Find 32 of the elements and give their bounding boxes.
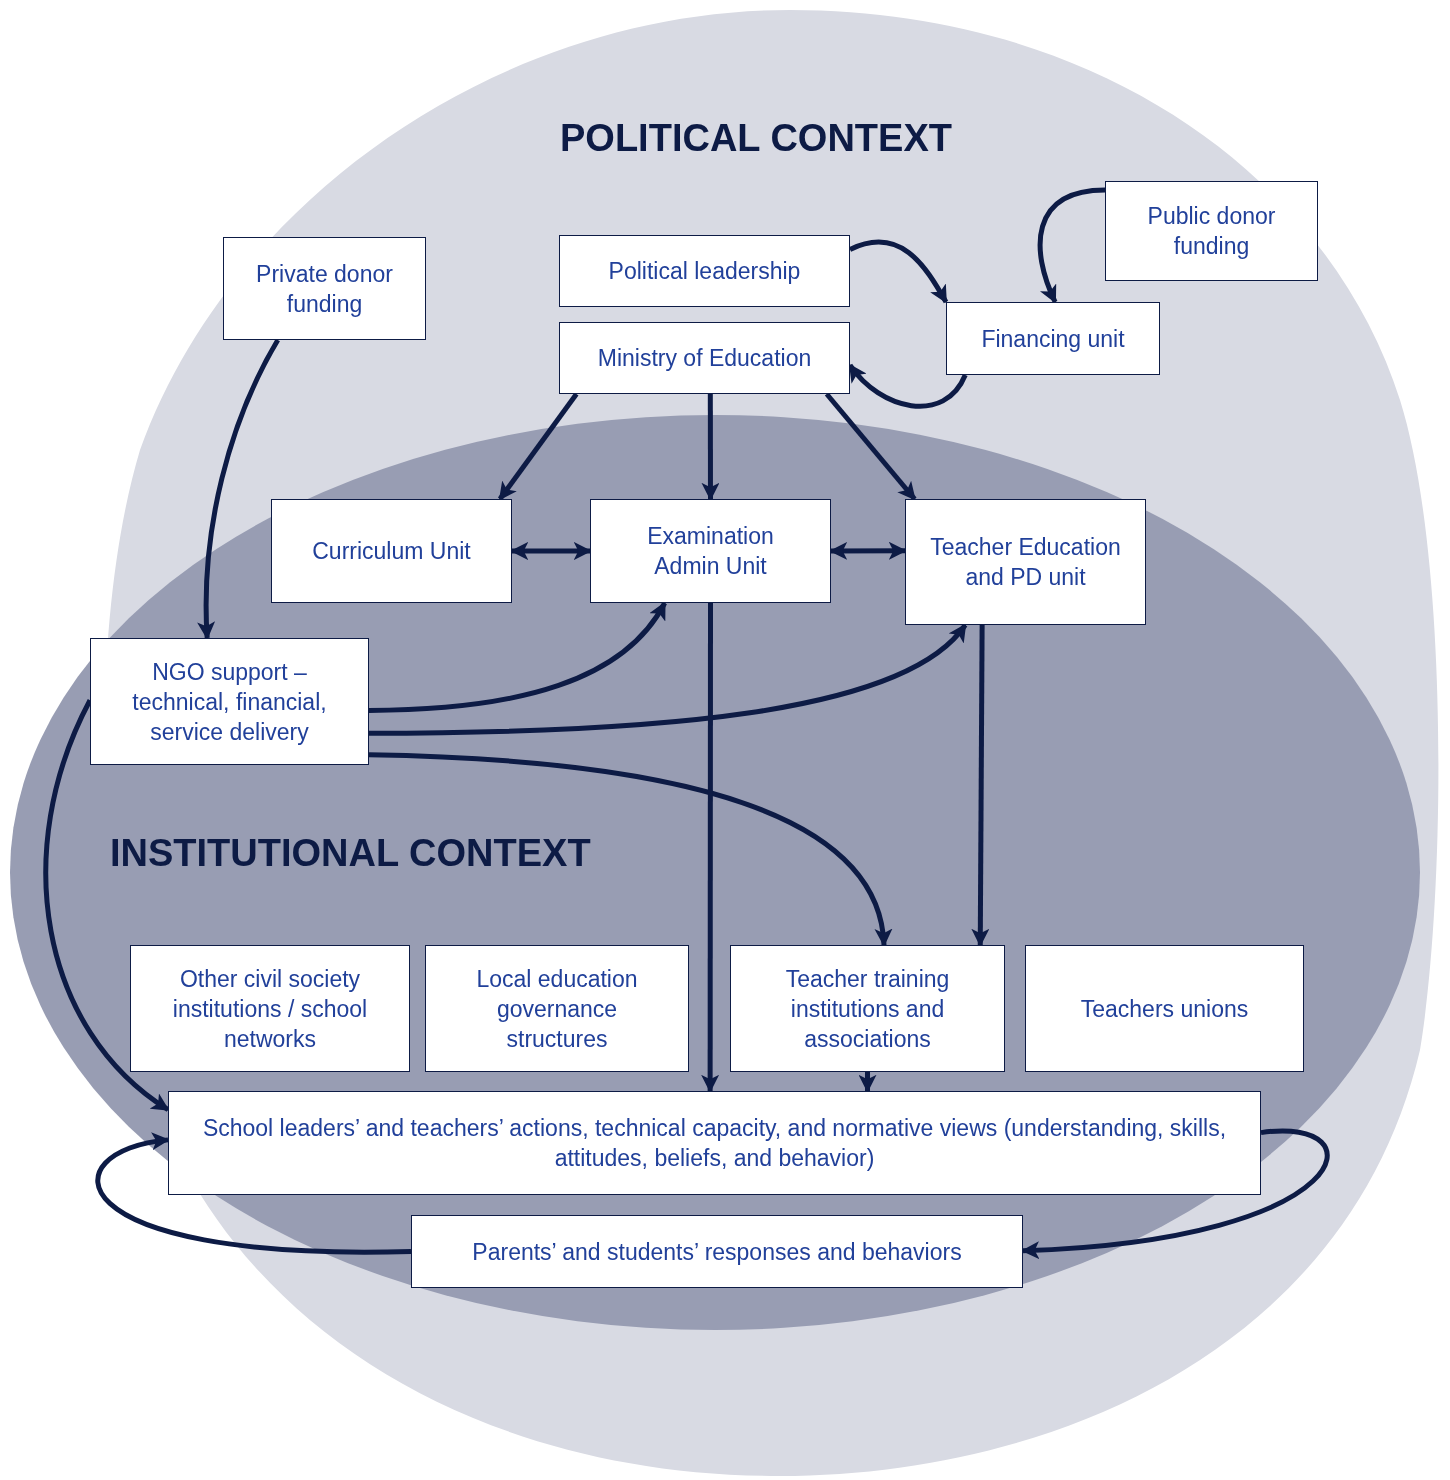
arrow: [1037, 187, 1106, 304]
process-box: Ministry of Education: [559, 322, 850, 394]
process-box: Teachers unions: [1025, 945, 1304, 1072]
arrow: [848, 363, 968, 409]
arrow: [197, 338, 280, 640]
arrow: [858, 1072, 877, 1093]
arrow: [824, 392, 917, 501]
arrow: [96, 1133, 411, 1255]
arrow: [701, 394, 720, 501]
process-box: Examination Admin Unit: [590, 499, 831, 603]
arrow: [849, 239, 949, 304]
arrow: [368, 752, 891, 947]
arrow: [829, 541, 907, 560]
arrow: [701, 603, 720, 1093]
arrow: [43, 699, 170, 1112]
process-box: Teacher training institutions and associations: [730, 945, 1005, 1072]
arrow: [510, 542, 592, 560]
process-box: Other civil society institutions / school networks: [130, 945, 410, 1072]
context-title: INSTITUTIONAL CONTEXT: [110, 831, 591, 876]
process-box: Financing unit: [946, 302, 1160, 375]
process-box: Public donor funding: [1105, 181, 1318, 281]
arrow: [368, 601, 667, 713]
process-box: Political leadership: [559, 235, 850, 307]
process-box: Teacher Education and PD unit: [905, 499, 1146, 625]
process-box: Private donor funding: [223, 237, 426, 340]
arrow: [369, 623, 968, 736]
arrow: [971, 625, 990, 947]
context-title: POLITICAL CONTEXT: [560, 116, 952, 161]
arrow: [497, 392, 579, 501]
process-box: Curriculum Unit: [271, 499, 512, 603]
process-box: Local education governance structures: [425, 945, 689, 1072]
arrow: [1021, 1128, 1330, 1259]
